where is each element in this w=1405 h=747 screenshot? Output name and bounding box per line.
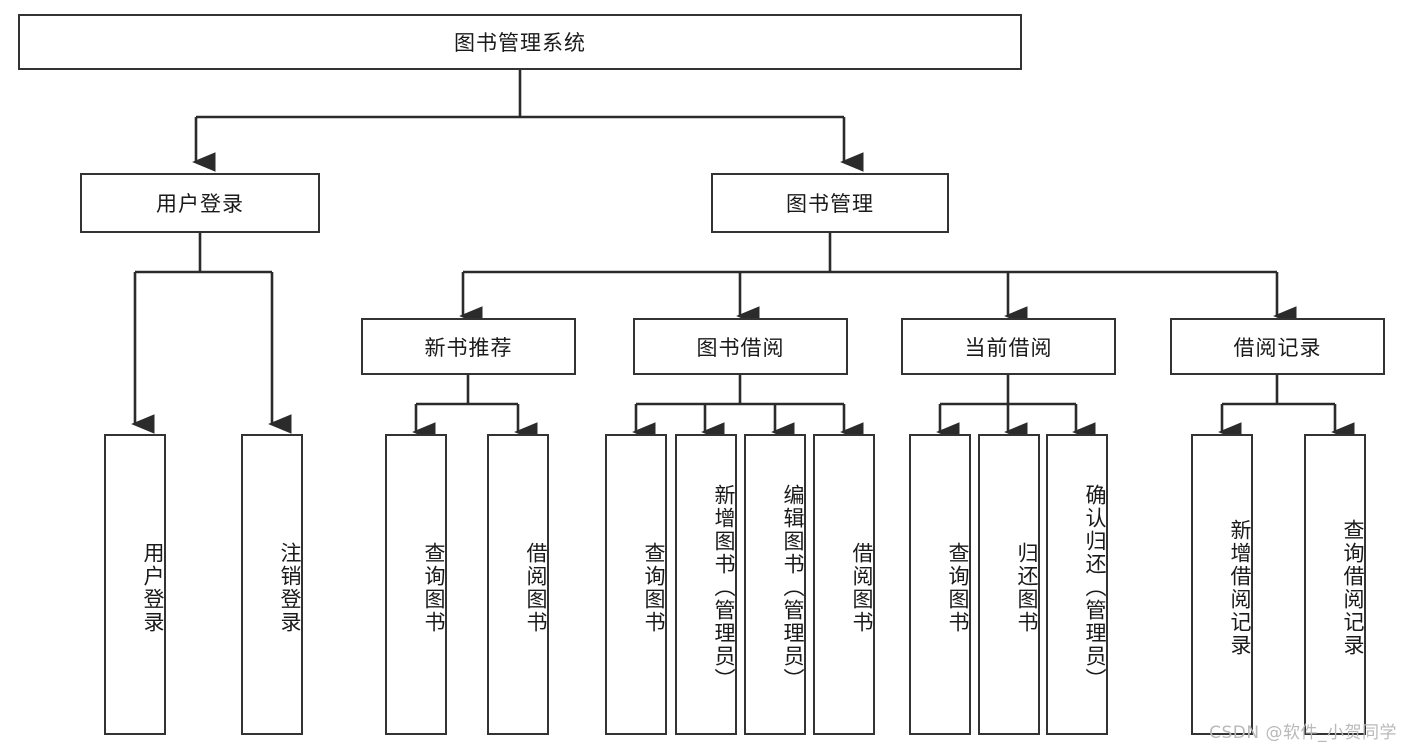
node-leaf-add-borrow-record[interactable]: 新增借阅记录 (1191, 434, 1253, 735)
node-user-login[interactable]: 用户登录 (80, 173, 320, 233)
node-label: 借阅记录 (1233, 335, 1322, 360)
node-label: 图书管理系统 (454, 31, 586, 55)
node-label: 确认归还（管理员） (1083, 484, 1107, 691)
node-book-borrow[interactable]: 图书借阅 (633, 318, 848, 375)
node-label: 注销登录 (278, 541, 302, 634)
node-leaf-query-book-recommend[interactable]: 查询图书 (385, 434, 447, 735)
node-label: 归还图书 (1015, 541, 1039, 634)
watermark-text: CSDN @软件_小贺同学 (1209, 723, 1397, 743)
node-label: 借阅图书 (850, 541, 874, 634)
node-label: 新书推荐 (424, 335, 513, 360)
node-label: 查询借阅记录 (1341, 518, 1365, 657)
node-leaf-logout[interactable]: 注销登录 (241, 434, 303, 735)
node-leaf-query-book-current[interactable]: 查询图书 (909, 434, 971, 735)
node-label: 用户登录 (156, 192, 244, 216)
node-root-book-management-system[interactable]: 图书管理系统 (18, 14, 1022, 70)
node-label: 新增借阅记录 (1228, 518, 1252, 657)
node-label: 新增图书（管理员） (712, 484, 736, 691)
node-borrow-records[interactable]: 借阅记录 (1170, 318, 1385, 375)
node-leaf-query-borrow-record[interactable]: 查询借阅记录 (1304, 434, 1366, 735)
node-leaf-user-login[interactable]: 用户登录 (104, 434, 166, 735)
node-leaf-edit-book-admin[interactable]: 编辑图书（管理员） (744, 434, 806, 735)
node-label: 查询图书 (422, 541, 446, 634)
node-book-management[interactable]: 图书管理 (711, 173, 949, 233)
node-label: 当前借阅 (964, 335, 1053, 360)
node-label: 借阅图书 (524, 541, 548, 634)
node-leaf-confirm-return-admin[interactable]: 确认归还（管理员） (1046, 434, 1108, 735)
node-leaf-return-book[interactable]: 归还图书 (978, 434, 1040, 735)
node-label: 图书管理 (786, 192, 874, 216)
node-leaf-borrow-book-recommend[interactable]: 借阅图书 (487, 434, 549, 735)
node-leaf-borrow-book[interactable]: 借阅图书 (813, 434, 875, 735)
node-current-borrow[interactable]: 当前借阅 (901, 318, 1116, 375)
node-label: 编辑图书（管理员） (781, 484, 805, 691)
node-leaf-query-book-borrow[interactable]: 查询图书 (605, 434, 667, 735)
node-label: 图书借阅 (696, 335, 785, 360)
node-label: 查询图书 (642, 541, 666, 634)
node-label: 用户登录 (141, 541, 165, 634)
node-leaf-add-book-admin[interactable]: 新增图书（管理员） (675, 434, 737, 735)
node-label: 查询图书 (946, 541, 970, 634)
node-new-book-recommend[interactable]: 新书推荐 (361, 318, 576, 375)
